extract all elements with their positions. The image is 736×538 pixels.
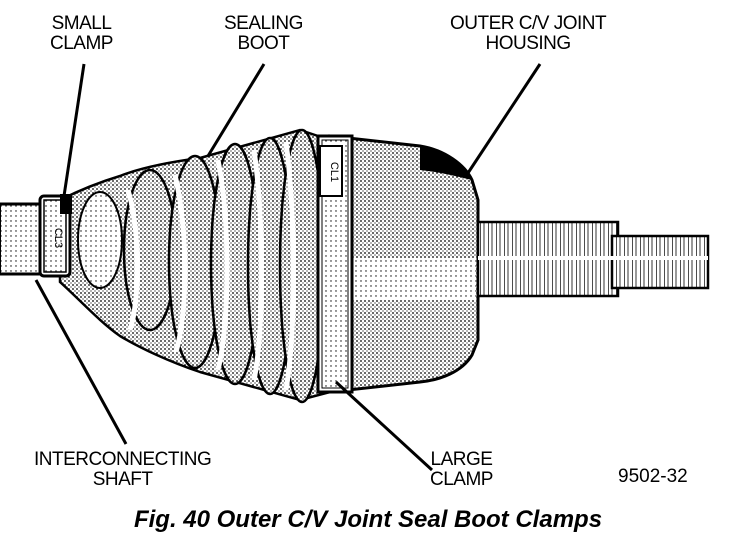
large-clamp: CL1	[316, 134, 354, 394]
small-clamp: CL3	[38, 194, 72, 278]
label-large-clamp: LARGE CLAMP	[430, 449, 493, 490]
figure-number: 9502-32	[618, 466, 688, 487]
outer-cv-joint-housing	[328, 134, 480, 394]
sealing-boot	[58, 128, 332, 404]
label-small-clamp: SMALL CLAMP	[50, 13, 113, 54]
label-sealing-boot: SEALING BOOT	[224, 13, 303, 54]
splined-stub-shaft	[476, 220, 710, 298]
label-interconnecting-shaft: INTERCONNECTING SHAFT	[34, 449, 212, 490]
label-outer-cv-joint-housing: OUTER C/V JOINT HOUSING	[450, 13, 607, 54]
svg-text:CL3: CL3	[52, 228, 64, 248]
leader-lines	[34, 63, 542, 472]
svg-text:CL1: CL1	[328, 162, 340, 182]
figure-caption: Fig. 40 Outer C/V Joint Seal Boot Clamps	[133, 506, 603, 533]
